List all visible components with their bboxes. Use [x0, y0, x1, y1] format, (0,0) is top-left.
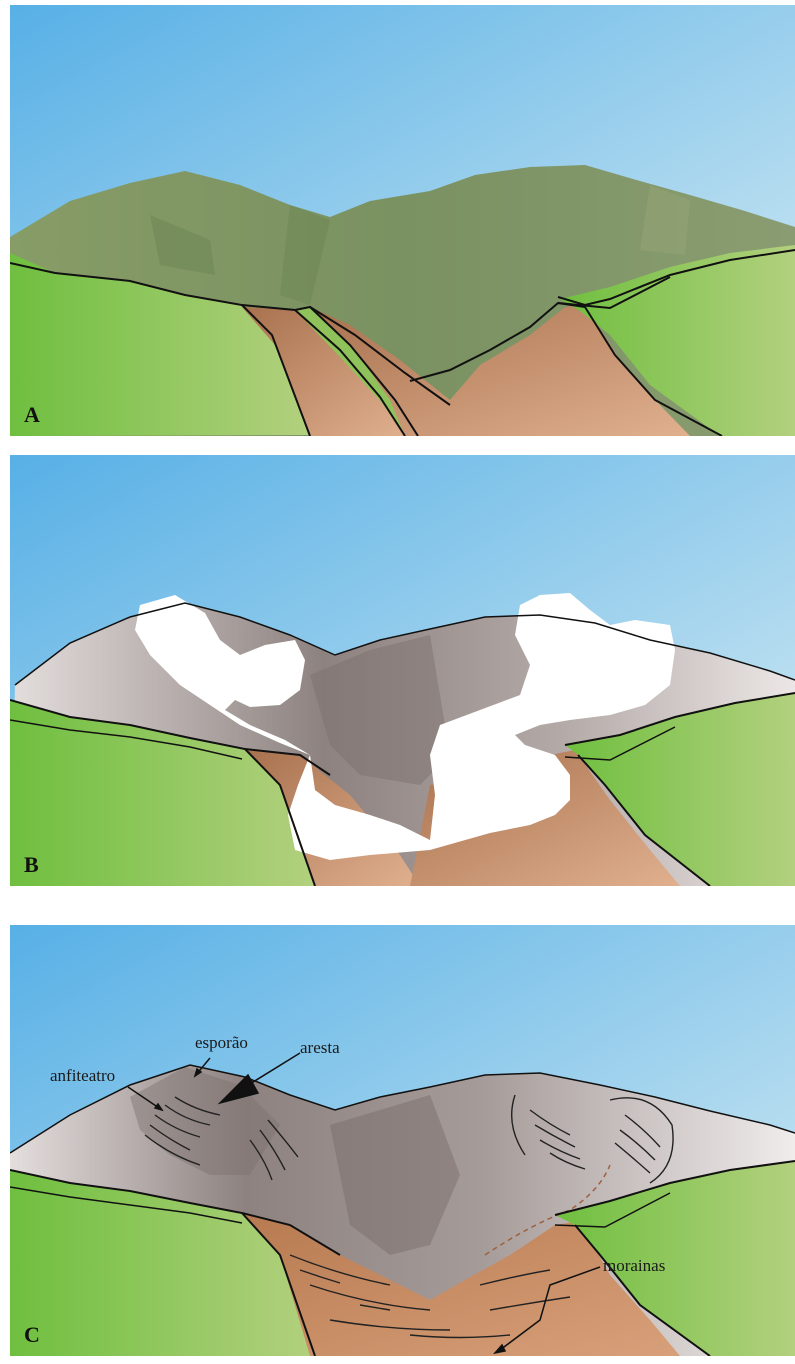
panel-label-c: C — [24, 1322, 40, 1348]
label-esporao: esporão — [195, 1033, 248, 1053]
panel-c: esporão anfiteatro aresta morainas C — [10, 925, 795, 1356]
label-anfiteatro: anfiteatro — [50, 1066, 115, 1086]
panel-b-illustration — [10, 455, 795, 886]
panel-a: A — [10, 5, 795, 436]
label-morainas: morainas — [603, 1256, 665, 1276]
panel-a-illustration — [10, 5, 795, 436]
panel-label-b: B — [24, 852, 39, 878]
label-aresta: aresta — [300, 1038, 340, 1058]
panel-b: B — [10, 455, 795, 886]
panel-label-a: A — [24, 402, 40, 428]
panel-c-illustration — [10, 925, 795, 1356]
